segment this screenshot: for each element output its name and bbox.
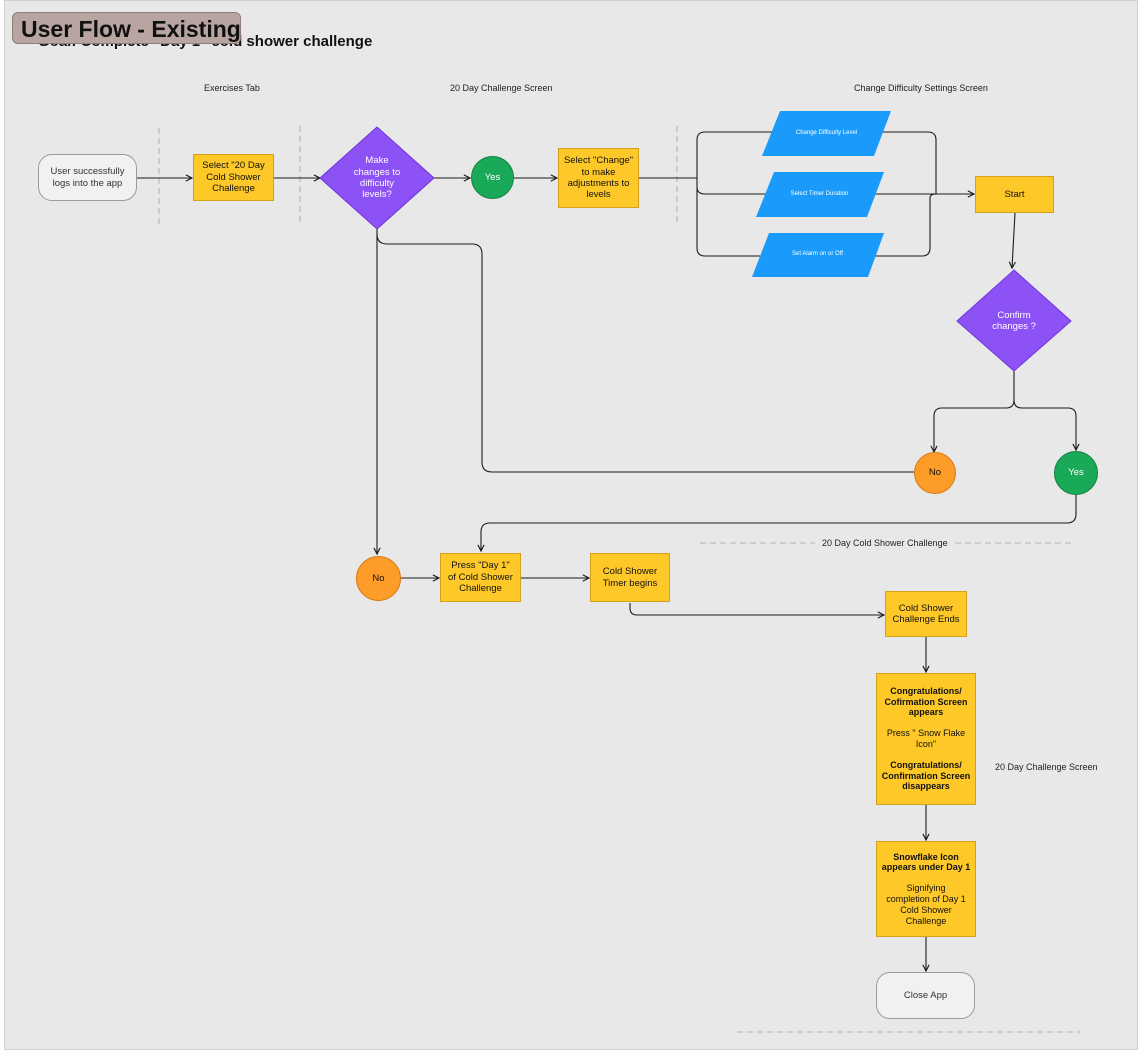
select-timer-duration-text: Select Timer Duration [790, 190, 849, 197]
decision-difficulty-shape [319, 126, 435, 230]
connector-branches-merge [877, 131, 974, 194]
select-timer-duration-label: Select Timer Duration [764, 172, 875, 217]
login-terminal: User successfully logs into the app [38, 154, 137, 201]
timer-begins-step: Cold Shower Timer begins [590, 553, 670, 602]
confirm-changes-text: Confirm changes ? [992, 309, 1036, 332]
select-change-step: Select "Change" to make adjustments to l… [558, 148, 639, 208]
start-text: Start [1004, 188, 1025, 200]
no-left-text: No [372, 572, 385, 584]
connector-confirm-to-yes [1013, 399, 1076, 450]
select-challenge-step: Select "20 Day Cold Shower Challenge [193, 154, 274, 201]
connector-yes-to-press [481, 495, 1077, 551]
challenge-ends-text: Cold Shower Challenge Ends [892, 602, 960, 625]
lane-label-difficulty-settings: Change Difficulty Settings Screen [854, 83, 988, 93]
start-step: Start [975, 176, 1054, 213]
page-title: User Flow - Existing [12, 12, 241, 44]
connector-start-to-confirm [1012, 212, 1015, 268]
yes-top-text: Yes [484, 171, 501, 183]
select-challenge-text: Select "20 Day Cold Shower Challenge [202, 160, 265, 195]
change-difficulty-level-text: Change Difficulty Level [795, 129, 858, 136]
press-day1-step: Press "Day 1" of Cold Shower Challenge [440, 553, 521, 602]
close-app-terminal: Close App [876, 972, 975, 1019]
decision-difficulty-text: Make changes to difficulty levels? [353, 155, 401, 201]
lane-label-cold-shower-challenge: 20 Day Cold Shower Challenge [822, 538, 948, 548]
snowflake-step: Snowflake Icon appears under Day 1 Signi… [876, 841, 976, 937]
no-left-node: No [356, 556, 401, 601]
congrats-disappears-text: Congratulations/ Confirmation Screen dis… [881, 759, 971, 792]
lane-label-challenge-screen-bottom: 20 Day Challenge Screen [995, 762, 1098, 772]
lane-label-challenge-screen: 20 Day Challenge Screen [450, 83, 553, 93]
set-alarm-label: Set Alarm on or Off [759, 233, 876, 277]
challenge-ends-step: Cold Shower Challenge Ends [885, 591, 967, 637]
congrats-press-text: Press " Snow Flake Icon" [886, 728, 966, 749]
decision-confirm-shape [956, 269, 1072, 372]
lane-label-exercises-tab: Exercises Tab [204, 83, 260, 93]
no-right-text: No [928, 467, 942, 479]
decision-difficulty-label: Make changes to difficulty levels? [338, 146, 416, 210]
no-right-node: No [914, 452, 956, 494]
timer-begins-text: Cold Shower Timer begins [602, 566, 658, 589]
select-change-text: Select "Change" to make adjustments to l… [563, 155, 634, 201]
connector-timer-to-ends [629, 603, 884, 615]
connector-no-loop-back [376, 233, 914, 473]
parallelogram-change-difficulty-shape [762, 111, 891, 156]
parallelogram-timer-duration-shape [756, 172, 884, 217]
connector-alarm-merge [870, 193, 937, 257]
congrats-step: Congratulations/ Cofirmation Screen appe… [876, 673, 976, 805]
congrats-appears-text: Congratulations/ Cofirmation Screen appe… [884, 685, 968, 718]
set-alarm-text: Set Alarm on or Off [792, 251, 843, 258]
yes-right-text: Yes [1068, 467, 1084, 479]
yes-top-node: Yes [471, 156, 514, 199]
change-difficulty-level-label: Change Difficulty Level [770, 111, 883, 156]
yes-right-node: Yes [1054, 451, 1098, 495]
connector-change-to-branches [639, 131, 778, 257]
snowflake-signifying-text: Signifying completion of Day 1 Cold Show… [886, 883, 966, 926]
snowflake-appears-text: Snowflake Icon appears under Day 1 [881, 851, 971, 873]
close-app-text: Close App [903, 989, 948, 1001]
connector-confirm-split [934, 371, 1015, 452]
press-day1-text: Press "Day 1" of Cold Shower Challenge [448, 560, 513, 595]
parallelogram-set-alarm-shape [752, 233, 884, 277]
confirm-changes-label: Confirm changes ? [979, 304, 1049, 338]
login-text: User successfully logs into the app [50, 166, 125, 189]
